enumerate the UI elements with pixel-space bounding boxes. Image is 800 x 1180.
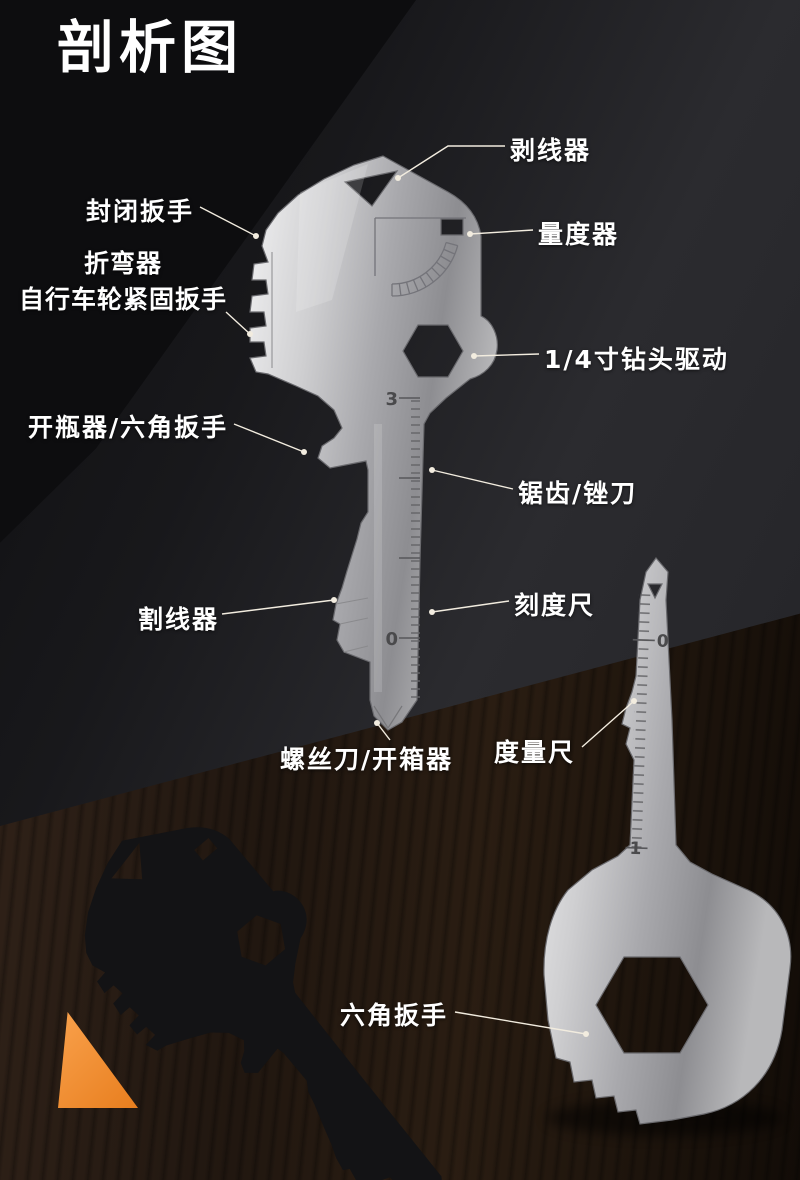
callout-label-wire-cutter: 割线器 (138, 605, 220, 634)
second-scale-top-number: 0 (656, 632, 669, 652)
callout-label-bender-line2: 自行车轮紧固扳手 (18, 285, 227, 315)
callout-label-closed-wrench: 封闭扳手 (86, 197, 195, 226)
page-title: 剖析图 (57, 15, 243, 81)
main-scale-bottom-number: 0 (385, 629, 398, 650)
callout-label-measuring-ruler: 度量尺 (494, 738, 576, 767)
line-measurer (469, 229, 534, 235)
callout-label-hex-wrench: 六角扳手 (340, 1001, 449, 1030)
line-graduated-ruler (431, 600, 510, 613)
second-tool: 0 1 (543, 557, 792, 1125)
callout-label-wire-stripper: 剥线器 (510, 136, 592, 165)
callout-label-saw-file: 锯齿/锉刀 (518, 479, 638, 508)
callout-label-bender-bike-wrench: 折弯器 自行车轮紧固扳手 (8, 246, 238, 319)
line-wire-cutter (221, 599, 335, 615)
callout-label-measurer: 量度器 (538, 220, 620, 249)
line-bit-driver (473, 353, 540, 357)
callout-label-bit-driver: 1/4寸钻头驱动 (544, 345, 729, 374)
main-scale-top-number: 3 (385, 389, 398, 410)
callout-label-screwdriver: 螺丝刀/开箱器 (280, 745, 454, 774)
main-tool-shaft-shine (374, 424, 382, 692)
line-bottle-opener (233, 423, 305, 453)
callout-label-bottle-opener: 开瓶器/六角扳手 (28, 413, 229, 442)
line-closed-wrench (199, 206, 257, 237)
callout-label-graduated-ruler: 刻度尺 (514, 591, 596, 620)
main-tool: 3 0 (249, 155, 498, 731)
callout-label-bender-line1: 折弯器 (83, 249, 162, 278)
tool-shadow-silhouette (35, 778, 511, 1180)
line-saw-file (431, 469, 514, 490)
second-scale-bottom-number: 1 (629, 839, 642, 859)
